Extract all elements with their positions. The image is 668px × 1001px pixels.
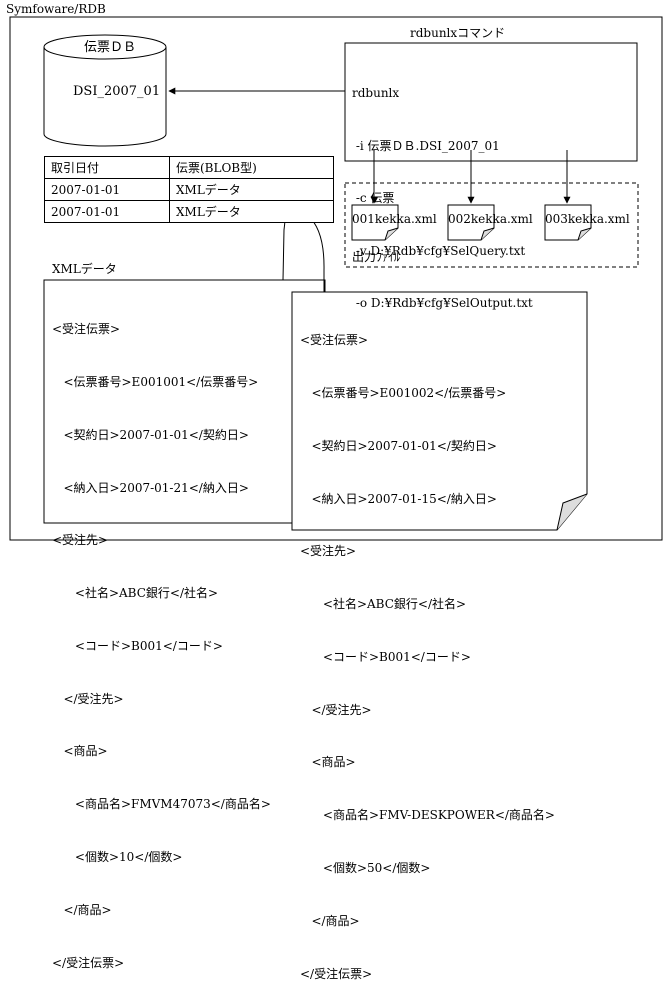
database-name: 伝票ＤＢ bbox=[84, 40, 137, 55]
xml-line: <商品> bbox=[300, 755, 356, 770]
xml-line: </商品> bbox=[300, 913, 360, 928]
xml-line: </受注先> bbox=[300, 702, 372, 717]
xml-line: <伝票番号>E001002</伝票番号> bbox=[300, 385, 507, 400]
frame-title: Symfoware/RDB bbox=[6, 2, 106, 16]
table-cell: XMLデータ bbox=[169, 178, 334, 201]
xml-doc-2: <受注伝票> <伝票番号>E001002</伝票番号> <契約日>2007-01… bbox=[300, 297, 555, 1001]
file-icon-1 bbox=[351, 204, 399, 241]
database-cylinder bbox=[43, 34, 167, 147]
xml-line: <コード>B001</コード> bbox=[52, 638, 223, 653]
output-file-1-label: 001kekka.xml bbox=[352, 212, 437, 226]
xml-line: <契約日>2007-01-01</契約日> bbox=[52, 427, 249, 442]
blob-table: 取引日付 伝票(BLOB型) 2007-01-01 XMLデータ 2007-01… bbox=[44, 156, 334, 223]
database-table-name: DSI_2007_01 bbox=[73, 84, 161, 99]
xml-line: <伝票番号>E001001</伝票番号> bbox=[52, 374, 259, 389]
xml-line: <受注伝票> bbox=[300, 333, 369, 348]
xml-line: <個数>10</個数> bbox=[52, 850, 183, 864]
output-file-3-label: 003kekka.xml bbox=[545, 212, 630, 226]
xml-line: <商品> bbox=[52, 744, 108, 759]
output-files-caption: 出力ﾌｧｲﾙ bbox=[352, 250, 401, 264]
symfoware-frame bbox=[9, 16, 663, 541]
xml-box-2 bbox=[291, 291, 588, 531]
table-cell: 2007-01-01 bbox=[44, 200, 170, 223]
xml-line: <社名>ABC銀行</社名> bbox=[52, 586, 219, 601]
table-cell: 2007-01-01 bbox=[44, 178, 170, 201]
xml-line: <個数>50</個数> bbox=[300, 861, 431, 875]
xml-line: <納入日>2007-01-21</納入日> bbox=[52, 480, 249, 495]
xml-line: <コード>B001</コード> bbox=[300, 649, 471, 664]
xml-line: <受注伝票> bbox=[52, 322, 121, 337]
xml-line: <社名>ABC銀行</社名> bbox=[300, 597, 467, 612]
xml-line: <納入日>2007-01-15</納入日> bbox=[300, 491, 497, 506]
table-header: 取引日付 bbox=[44, 156, 170, 179]
command-line: rdbunlx bbox=[352, 86, 400, 100]
table-header: 伝票(BLOB型) bbox=[169, 156, 334, 179]
xml-line: <契約日>2007-01-01</契約日> bbox=[300, 438, 497, 453]
diagram-canvas bbox=[9, 16, 663, 541]
xml-line: </受注伝票> bbox=[52, 955, 125, 970]
table-row: 2007-01-01 XMLデータ bbox=[44, 178, 334, 201]
xml-line: </受注先> bbox=[52, 691, 124, 706]
xml-doc-1: <受注伝票> <伝票番号>E001001</伝票番号> <契約日>2007-01… bbox=[52, 286, 271, 990]
xml-line: <商品名>FMVM47073</商品名> bbox=[52, 797, 271, 812]
xml-line: </受注伝票> bbox=[300, 966, 373, 981]
table-header-row: 取引日付 伝票(BLOB型) bbox=[44, 156, 334, 179]
command-line: -c 伝票 bbox=[352, 191, 395, 205]
file-icon-3 bbox=[544, 204, 592, 241]
xml-line: </商品> bbox=[52, 902, 112, 917]
table-row: 2007-01-01 XMLデータ bbox=[44, 200, 334, 223]
xml-box-1 bbox=[43, 279, 326, 524]
command-line: -v D:¥Rdb¥cfg¥SelQuery.txt bbox=[352, 243, 526, 258]
file-icon-2 bbox=[447, 204, 495, 241]
table-cell: XMLデータ bbox=[169, 200, 334, 223]
xml-line: <受注先> bbox=[52, 533, 109, 548]
command-title: rdbunlxコマンド bbox=[410, 26, 506, 40]
output-file-2-label: 002kekka.xml bbox=[448, 212, 533, 226]
command-box bbox=[344, 42, 638, 162]
xml-line: <商品名>FMV-DESKPOWER</商品名> bbox=[300, 808, 555, 823]
command-line: -o D:¥Rdb¥cfg¥SelOutput.txt bbox=[352, 296, 533, 310]
command-line: -i 伝票ＤＢ.DSI_2007_01 bbox=[352, 138, 500, 153]
xml-data-title: XMLデータ bbox=[52, 262, 117, 276]
command-text: rdbunlx -i 伝票ＤＢ.DSI_2007_01 -c 伝票 -v D:¥… bbox=[352, 50, 533, 330]
